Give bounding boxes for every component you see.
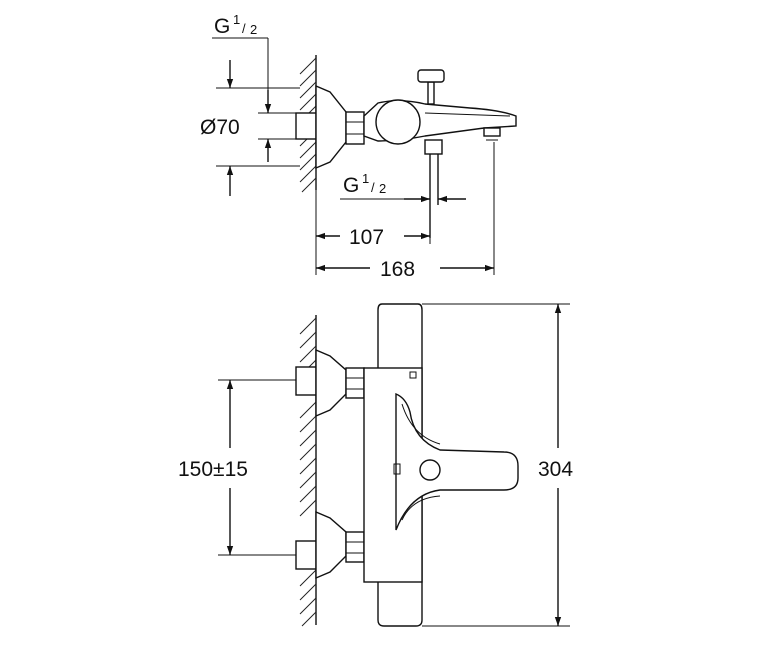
dimension-107-label: 107 (349, 226, 384, 249)
shower-outlet (424, 139, 443, 238)
thread-top-slash: / (242, 21, 246, 36)
lower-wall-connector (295, 510, 365, 580)
dimension-304-label: 304 (538, 458, 573, 481)
dimension-168: 168 (316, 142, 495, 281)
mixer-body-front (363, 303, 519, 627)
upper-wall-connector (295, 348, 365, 418)
top-view: Ø70 G 1 / 2 G 1 / 2 (200, 12, 517, 281)
thread-spout-numerator: 1 (362, 171, 369, 186)
thread-top-label: G (214, 15, 230, 38)
thread-spout-label: G (343, 174, 359, 197)
diverter-knob (417, 69, 445, 105)
thread-top-denominator: 2 (250, 22, 257, 37)
dimension-150-label: 150±15 (178, 458, 248, 481)
front-view: 150±15 304 (178, 303, 573, 627)
diameter-dimension: Ø70 (200, 60, 300, 196)
dimension-107: 107 (315, 190, 431, 275)
thread-dimension-top: G 1 / 2 (212, 12, 296, 162)
dimension-168-label: 168 (380, 258, 415, 281)
dimension-150: 150±15 (178, 379, 296, 556)
wall-hatching-front (299, 315, 317, 627)
thread-spout-slash: / (371, 180, 375, 195)
thread-top-numerator: 1 (233, 12, 240, 27)
wall-connector-top (295, 84, 365, 170)
dimension-304: 304 (422, 303, 573, 627)
thread-dimension-spout: G 1 / 2 (340, 171, 466, 203)
mixer-body-top (363, 99, 517, 145)
thread-spout-denominator: 2 (379, 181, 386, 196)
diameter-label: Ø70 (200, 116, 240, 139)
